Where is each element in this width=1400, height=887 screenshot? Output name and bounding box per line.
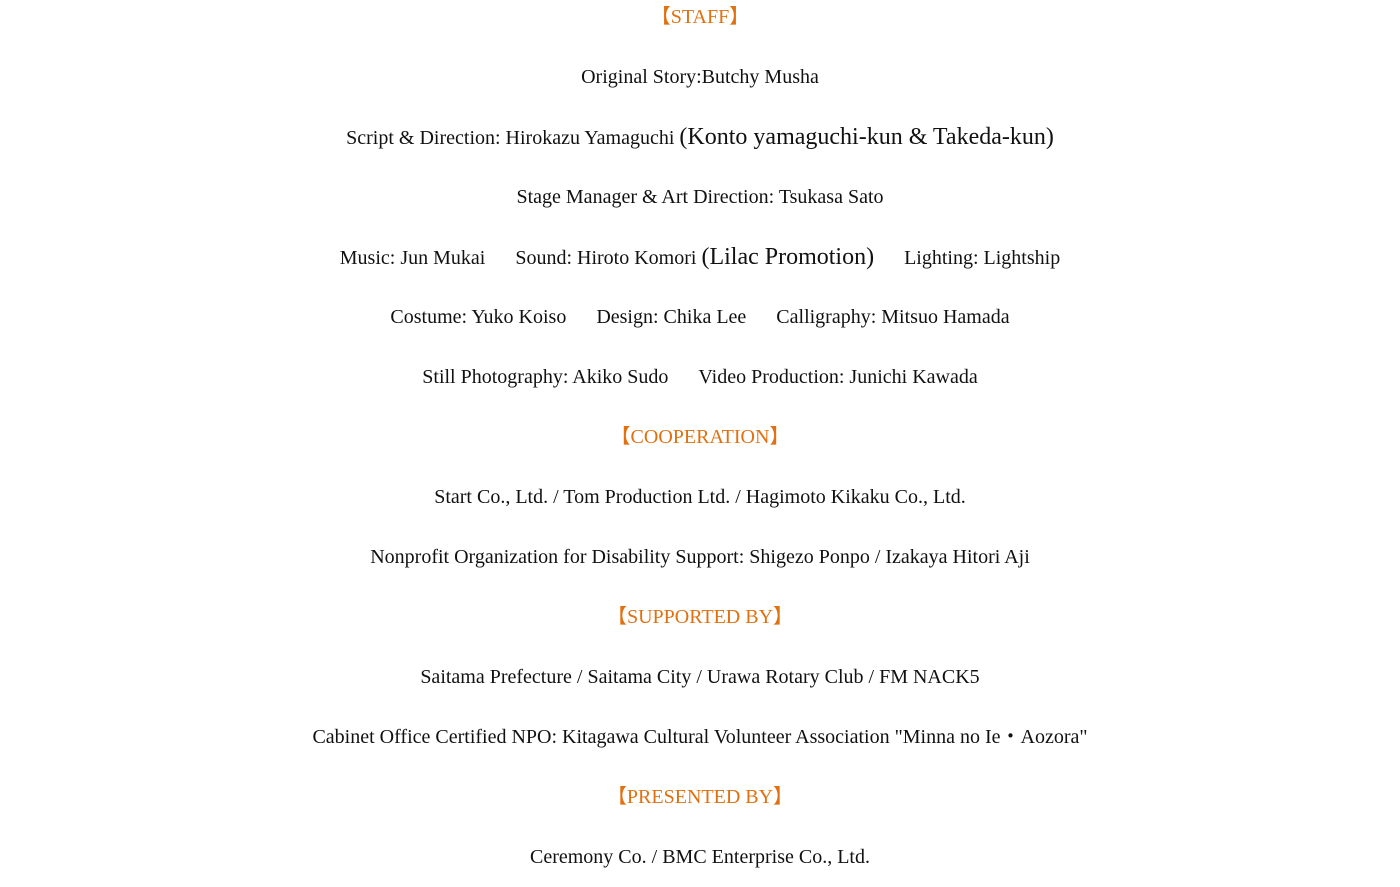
lighting-credit: Lighting: Lightship [904,247,1061,269]
music-sound-lighting-line: Music: Jun Mukai Sound: Hiroto Komori (Li… [0,227,1400,287]
script-direction-note: (Konto yamaguchi-kun & Takeda-kun) [679,124,1054,150]
stage-manager-credit: Stage Manager & Art Direction: Tsukasa S… [516,186,884,208]
script-direction-credit: Script & Direction: Hirokazu Yamaguchi [346,127,675,149]
calligraphy-credit: Calligraphy: Mitsuo Hamada [776,306,1010,328]
cooperation-line: Nonprofit Organization for Disability Su… [370,546,1030,568]
still-photography-credit: Still Photography: Akiko Sudo [422,366,669,388]
sound-note: (Lilac Promotion) [701,244,875,270]
sound-credit: Sound: Hiroto Komori [515,247,697,269]
costume-credit: Costume: Yuko Koiso [390,306,567,328]
supported-by-line: Cabinet Office Certified NPO: Kitagawa C… [312,726,1088,748]
video-production-credit: Video Production: Junichi Kawada [698,366,978,388]
cooperation-heading: 【COOPERATION】 [610,426,790,448]
original-story-credit: Original Story:Butchy Musha [581,66,819,88]
music-credit: Music: Jun Mukai [339,247,486,269]
design-credit: Design: Chika Lee [596,306,747,328]
presented-by-heading: 【PRESENTED BY】 [606,786,794,808]
photo-video-line: Still Photography: Akiko Sudo Video Produ… [0,347,1400,407]
staff-heading: 【STAFF】 [650,6,750,28]
supported-by-line: Saitama Prefecture / Saitama City / Uraw… [420,666,980,688]
costume-design-calligraphy-line: Costume: Yuko Koiso Design: Chika Lee Call… [0,287,1400,347]
cooperation-line: Start Co., Ltd. / Tom Production Ltd. / … [434,486,966,508]
supported-by-heading: 【SUPPORTED BY】 [606,606,794,628]
presented-by-line: Ceremony Co. / BMC Enterprise Co., Ltd. [530,846,870,868]
script-direction-line: Script & Direction: Hirokazu Yamaguchi (… [0,107,1400,167]
